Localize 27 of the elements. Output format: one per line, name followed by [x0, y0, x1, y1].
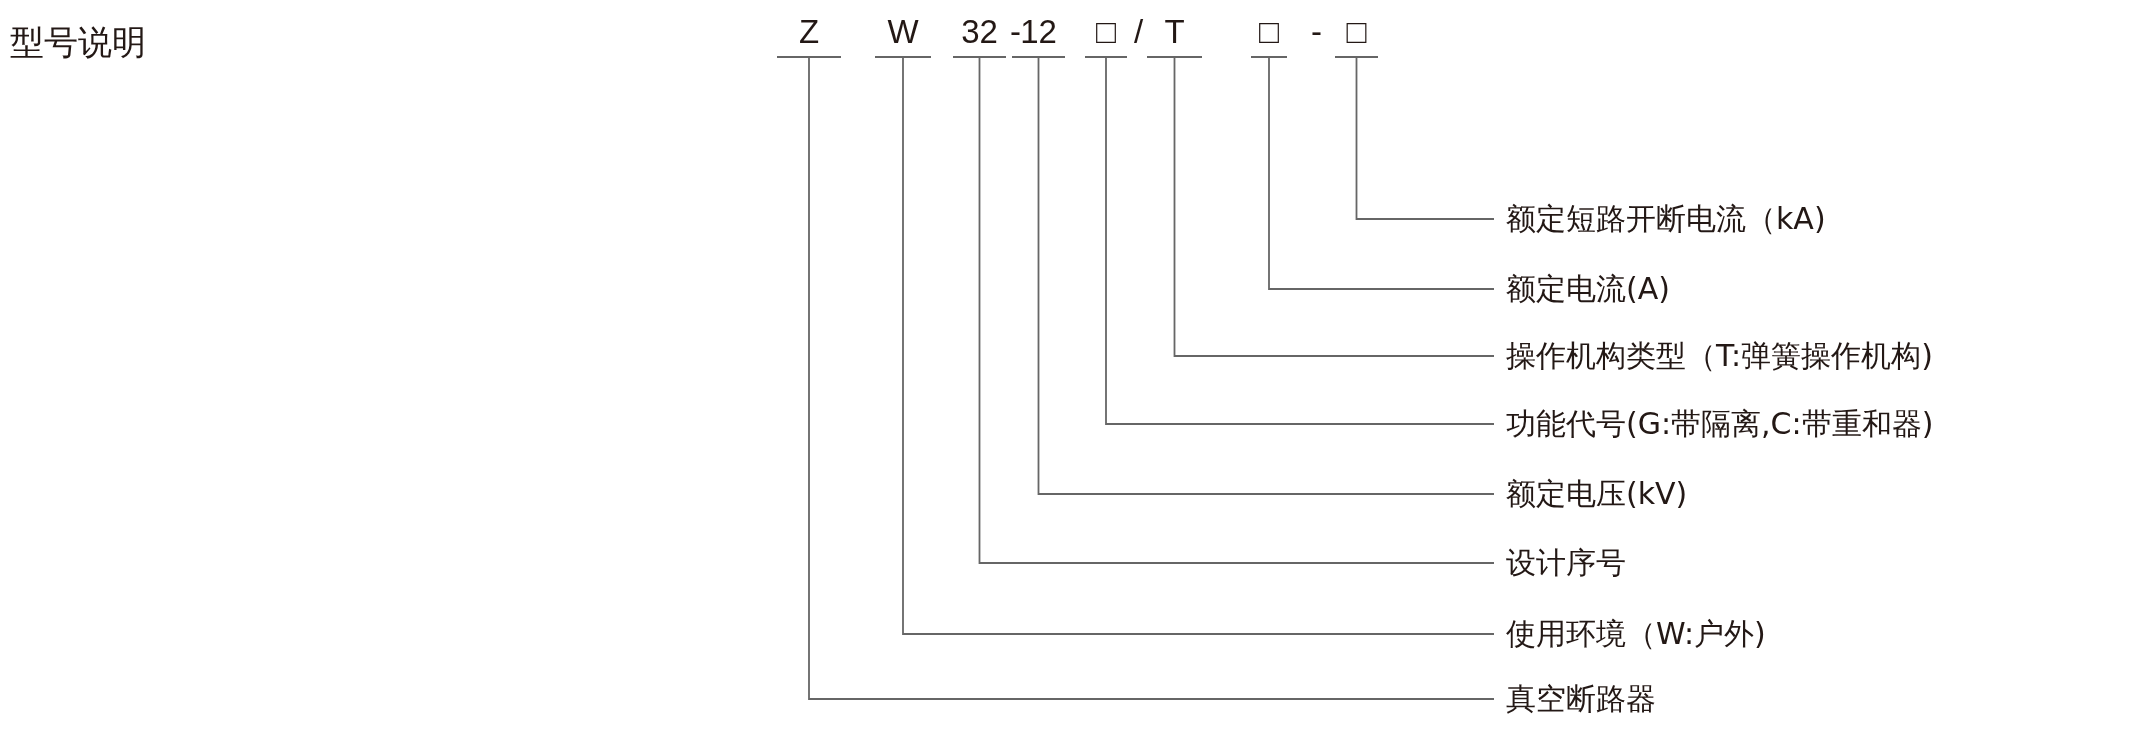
- model-code-segment: Z: [777, 12, 841, 58]
- code-description: 额定电压(kV): [1494, 474, 1688, 514]
- leader-line: [1173, 57, 1495, 357]
- separator-symbol: -: [1311, 12, 1322, 52]
- code-description: 操作机构类型（T:弹簧操作机构): [1494, 336, 1933, 376]
- title: 型号说明: [10, 21, 146, 64]
- model-code-segment: □: [1251, 12, 1287, 58]
- leader-line: [1105, 57, 1495, 425]
- code-description: 额定电流(A): [1494, 269, 1670, 309]
- code-description: 功能代号(G:带隔离,C:带重和器): [1494, 404, 1934, 444]
- leader-line: [808, 57, 1495, 700]
- leader-line: [1037, 57, 1495, 495]
- leader-line: [1355, 57, 1495, 220]
- code-description: 真空断路器: [1494, 679, 1656, 719]
- model-code-segment: T: [1147, 12, 1202, 58]
- separator-symbol: /: [1134, 12, 1144, 52]
- leader-line: [902, 57, 1495, 635]
- model-code-segment: W: [875, 12, 931, 58]
- model-code-segment: 32: [953, 12, 1006, 58]
- leader-line: [1268, 57, 1495, 290]
- leader-line: [978, 57, 1495, 564]
- model-code-segment: □: [1335, 12, 1378, 58]
- code-description: 使用环境（W:户外): [1494, 614, 1766, 654]
- separator-symbol: -: [1010, 12, 1021, 52]
- model-code-segment: □: [1085, 12, 1127, 58]
- code-description: 额定短路开断电流（kA): [1494, 199, 1826, 239]
- code-description: 设计序号: [1494, 543, 1626, 583]
